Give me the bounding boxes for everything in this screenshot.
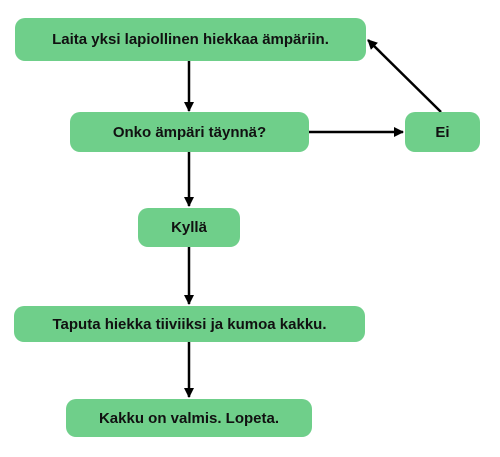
step-fill-bucket: Laita yksi lapiollinen hiekkaa ämpäriin. xyxy=(15,18,366,61)
answer-yes: Kyllä xyxy=(138,208,240,247)
step-done-label: Kakku on valmis. Lopeta. xyxy=(98,409,280,427)
step-done: Kakku on valmis. Lopeta. xyxy=(66,399,312,437)
answer-no: Ei xyxy=(405,112,480,152)
decision-is-bucket-full: Onko ämpäri täynnä? xyxy=(70,112,309,152)
step-pat-and-flip: Taputa hiekka tiiviiksi ja kumoa kakku. xyxy=(14,306,365,342)
step-pat-and-flip-label: Taputa hiekka tiiviiksi ja kumoa kakku. xyxy=(52,315,327,333)
step-fill-bucket-label: Laita yksi lapiollinen hiekkaa ämpäriin. xyxy=(52,31,329,48)
answer-no-label: Ei xyxy=(435,123,450,141)
answer-yes-label: Kyllä xyxy=(171,219,207,236)
arrow-no-to-fill xyxy=(367,39,442,113)
decision-is-bucket-full-label: Onko ämpäri täynnä? xyxy=(112,123,267,141)
